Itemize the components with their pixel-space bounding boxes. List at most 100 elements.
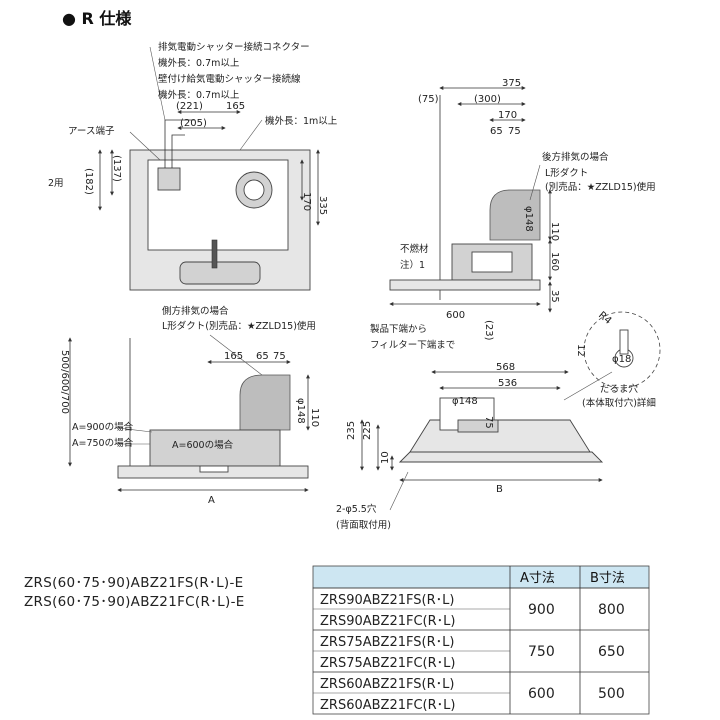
dim-front-110: 110 <box>309 408 320 427</box>
dim-side-75: 75 <box>508 126 521 137</box>
dim-a: A <box>208 495 215 506</box>
front-view-duct <box>239 374 291 431</box>
dim-23: (23) <box>483 320 494 341</box>
callout-rear-mount: (背面取付用) <box>336 519 391 531</box>
table-model: ZRS90ABZ21FC(R･L) <box>320 614 455 629</box>
dim-75: (75) <box>418 94 439 105</box>
model-line-fs: ZRS(60･75･90)ABZ21FS(R･L)-E <box>24 575 243 591</box>
callout-note1: 注）1 <box>400 259 425 271</box>
side-view: 375 (75) (300) 170 65 75 φ148 110 160 35… <box>370 78 656 351</box>
rear-view-outlet <box>457 419 499 433</box>
top-view-cable-2 <box>171 134 185 168</box>
dim-18: φ18 <box>612 354 631 365</box>
side-view-bottom <box>389 279 541 291</box>
dim-170: 170 <box>301 192 312 211</box>
callout-a750: A=750の場合 <box>72 437 134 449</box>
dim-335: 335 <box>317 196 328 215</box>
top-view-grip <box>179 261 261 285</box>
rear-view: 568 536 φ148 75 235 225 10 B 2-φ5.5穴 (背面… <box>336 362 604 531</box>
table-a-value: 900 <box>528 602 555 618</box>
spec-title: ● R 仕様 <box>62 9 132 28</box>
dim-300: (300) <box>474 94 501 105</box>
leader-connector <box>149 46 166 121</box>
callout-holes: 2-φ5.5穴 <box>336 503 377 515</box>
leader-earth <box>129 131 161 161</box>
leader-holes <box>389 471 409 511</box>
edge-label: 2用 <box>48 178 64 189</box>
callout-l-duct-sold: (別売品：★ZZLD15)使用 <box>545 181 656 193</box>
table-model: ZRS60ABZ21FS(R･L) <box>320 677 454 692</box>
callout-keyhole-detail: (本体取付穴)詳細 <box>582 397 656 409</box>
dim-165: 165 <box>226 101 245 112</box>
table-header-b: B寸法 <box>590 571 625 586</box>
dim-side-110: 110 <box>549 222 560 241</box>
dim-front-165: 165 <box>224 351 243 362</box>
table-model: ZRS90ABZ21FS(R･L) <box>320 593 454 608</box>
dim-160: 160 <box>549 252 560 271</box>
leader-side-exhaust <box>209 334 263 376</box>
dim-side-148: φ148 <box>523 206 534 232</box>
dim-375: 375 <box>502 78 521 89</box>
dim-b: B <box>496 484 503 495</box>
dim-12: 12 <box>575 344 586 357</box>
callout-earth: アース端子 <box>68 125 115 137</box>
dim-221: (221) <box>176 101 203 112</box>
leader-keyhole <box>563 371 613 401</box>
table-a-value: 600 <box>528 686 555 702</box>
table-b-value: 500 <box>598 686 625 702</box>
leader-cable-length <box>239 119 263 151</box>
dim-10: 10 <box>380 451 391 464</box>
side-view-motor <box>471 251 513 273</box>
keyhole-slot <box>619 329 629 355</box>
callout-length-07a: 機外長：0.7m以上 <box>158 57 240 69</box>
callout-connector: 排気電動シャッター接続コネクター <box>158 41 310 53</box>
callout-rear-exhaust: 後方排気の場合 <box>542 151 609 163</box>
table-header-a: A寸法 <box>520 571 555 586</box>
table-model: ZRS75ABZ21FC(R･L) <box>320 656 455 671</box>
dim-205: (205) <box>180 118 207 129</box>
table-a-value: 750 <box>528 644 555 660</box>
callout-length-1m: 機外長：1m以上 <box>265 115 338 127</box>
callout-noncombustible: 不燃材 <box>400 243 429 255</box>
dim-front-65: 65 <box>256 351 269 362</box>
dimension-table: A寸法 B寸法 ZRS90ABZ21FS(R･L) ZRS90ABZ21FC(R… <box>312 565 650 715</box>
dim-front-75: 75 <box>273 351 286 362</box>
front-view-indicator <box>199 465 229 473</box>
callout-side-duct: L形ダクト(別売品：★ZZLD15)使用 <box>162 320 316 332</box>
dim-600: 600 <box>446 310 465 321</box>
leader-rear-exhaust <box>529 164 541 201</box>
table-b-value: 800 <box>598 602 625 618</box>
dim-225: 225 <box>362 421 373 440</box>
front-view: 側方排気の場合 L形ダクト(別売品：★ZZLD15)使用 A=900の場合 A=… <box>59 305 320 506</box>
dim-r4: R4 <box>596 310 613 327</box>
keyhole-detail: R4 12 φ18 だるま穴 (本体取付穴)詳細 <box>563 310 661 409</box>
table-b-value: 650 <box>598 644 625 660</box>
top-view-handle <box>211 239 218 269</box>
leader-a900 <box>117 427 153 433</box>
dim-137: (137) <box>111 155 122 182</box>
keyhole-detail-circle <box>583 311 661 389</box>
callout-l-duct: L形ダクト <box>545 167 588 179</box>
callout-wall-cable: 壁付け給気電動シャッター接続線 <box>158 73 301 85</box>
dim-rear-75: 75 <box>483 416 494 429</box>
dim-536: 536 <box>498 378 517 389</box>
dim-235: 235 <box>346 421 357 440</box>
rear-view-hood <box>409 419 591 453</box>
top-view-connector-box <box>157 167 181 191</box>
front-view-fan-box <box>149 429 281 467</box>
callout-length-07b: 機外長：0.7m以上 <box>158 89 240 101</box>
callout-side-exhaust: 側方排気の場合 <box>162 305 229 317</box>
side-view-duct <box>489 189 541 241</box>
table-model: ZRS75ABZ21FS(R･L) <box>320 635 454 650</box>
dim-height: 500/600/700 <box>59 350 70 414</box>
dim-182: (182) <box>83 168 94 195</box>
dim-front-148: φ148 <box>295 398 306 424</box>
top-view-fan-inner <box>243 179 265 201</box>
callout-keyhole: だるま穴 <box>600 383 639 395</box>
top-view: 排気電動シャッター接続コネクター 機外長：0.7m以上 壁付け給気電動シャッター… <box>48 41 338 291</box>
callout-to-filter: フィルター下端まで <box>370 339 455 351</box>
dim-side-65: 65 <box>490 126 503 137</box>
dim-rear-148: φ148 <box>452 396 478 407</box>
callout-a600: A=600の場合 <box>172 439 234 451</box>
